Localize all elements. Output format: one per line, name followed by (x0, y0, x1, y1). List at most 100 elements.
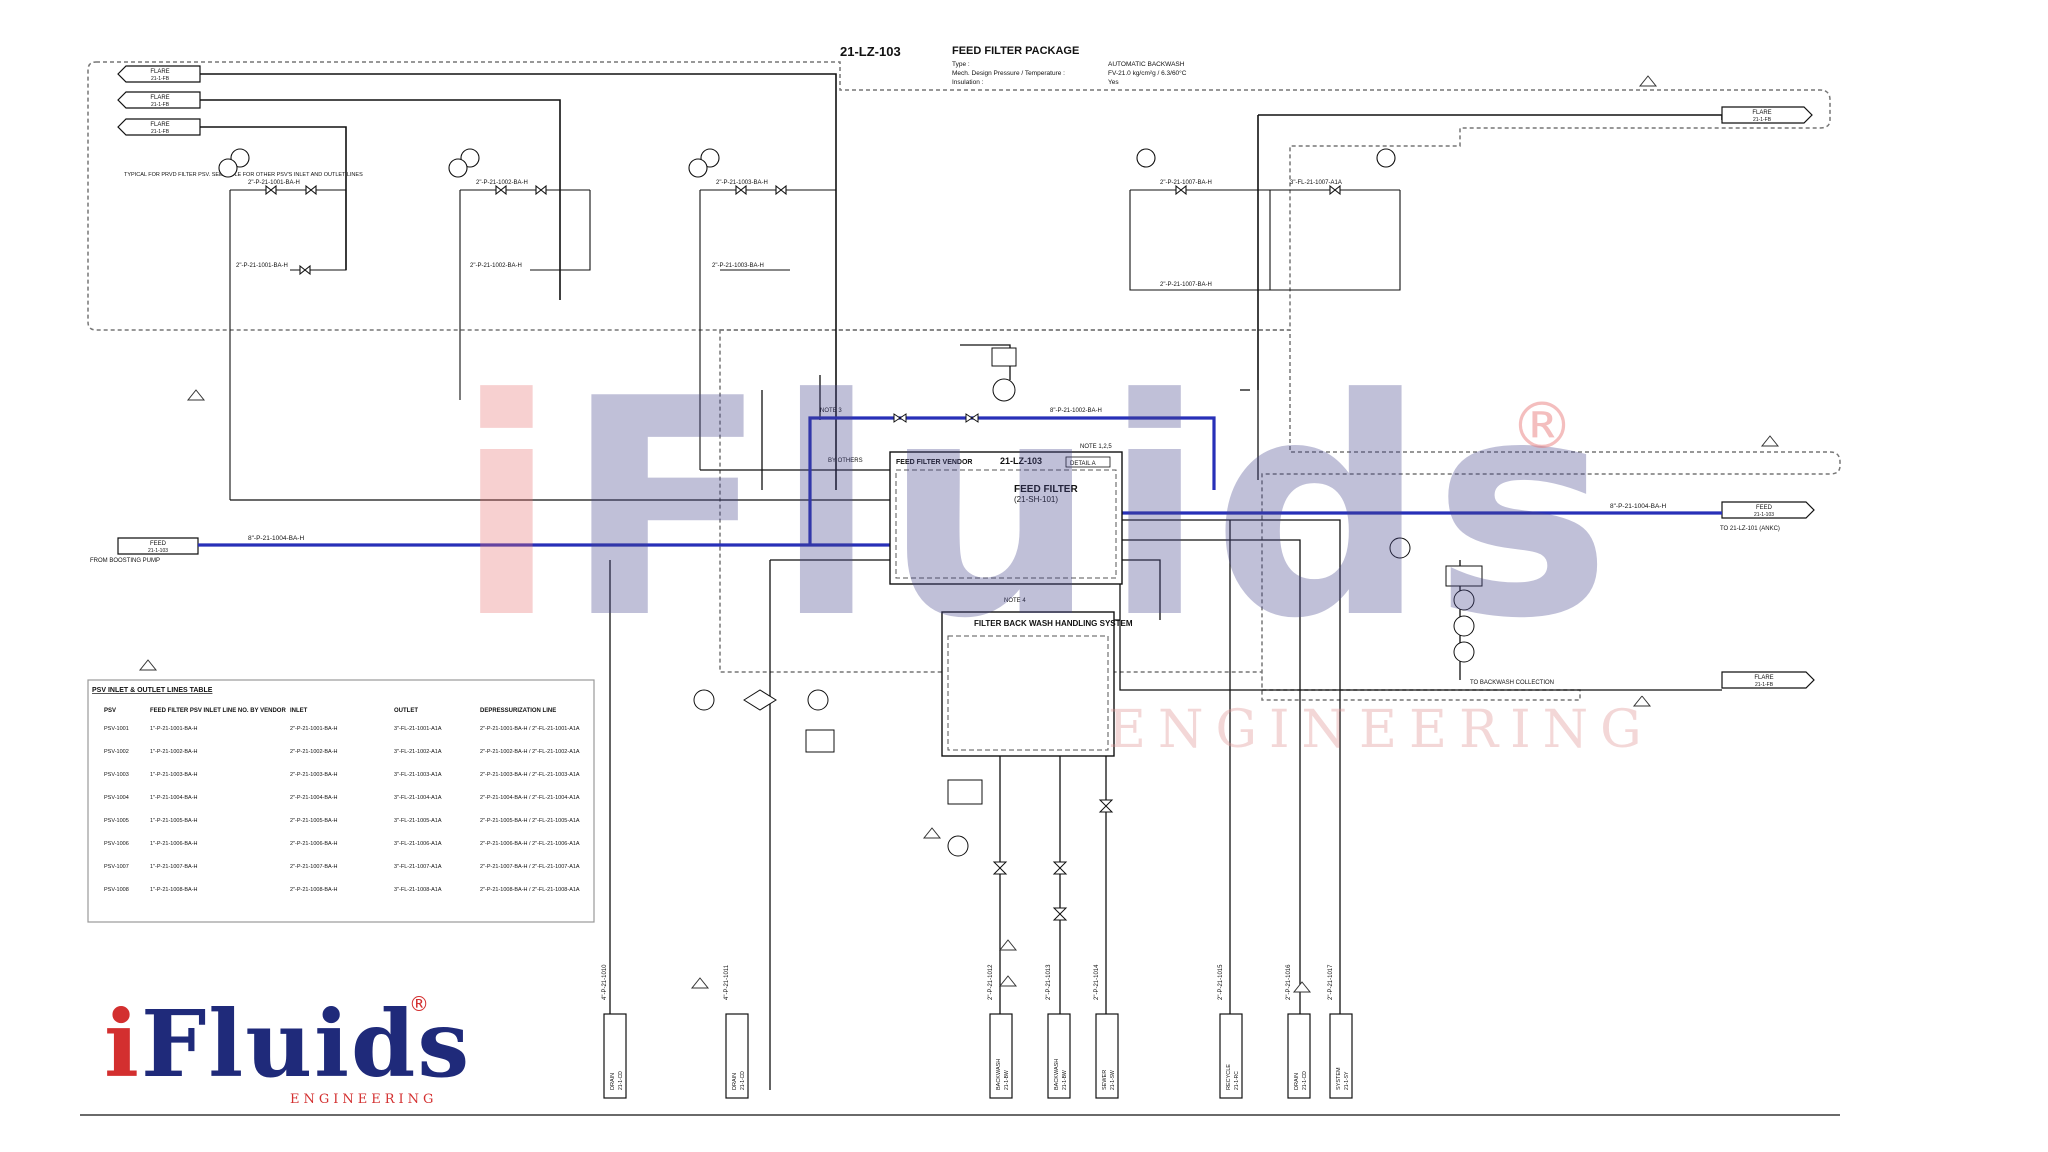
offpage-ref: 21-1-FB (1755, 682, 1774, 688)
offpage-ref: 21-1-103 (1754, 512, 1774, 518)
psv-table-cell: 1"-P-21-1008-BA-H (150, 887, 198, 893)
psv-table-cell: 3"-FL-21-1006-A1A (394, 841, 442, 847)
logo-text: iFluids (104, 998, 471, 1090)
offpage-feed-outlet[interactable]: FEED 21-1-103 (1721, 501, 1815, 519)
detail-a-badge[interactable] (1065, 456, 1111, 468)
feed-inlet-tag: 8"-P-21-1004-BA-H (248, 535, 304, 542)
feed-filter-vendor-box[interactable] (889, 451, 1123, 585)
offpage-feed-inlet[interactable]: FEED 21-1-103 (117, 537, 199, 555)
psv-table-title: PSV INLET & OUTLET LINES TABLE (92, 687, 213, 694)
level-instrument[interactable] (1389, 537, 1411, 559)
drain-valve[interactable] (1052, 907, 1068, 921)
sample-bubble[interactable] (807, 689, 829, 711)
dest-line2: 21-1-SY (1344, 1071, 1350, 1090)
logo-subtitle: ENGINEERING (290, 1092, 438, 1107)
psv-table-cell: 3"-FL-21-1003-A1A (394, 772, 442, 778)
offpage-flare-1[interactable]: FLARE 21-1-FB (117, 65, 201, 83)
revision-triangles (138, 75, 1780, 993)
dest-tag: 2"-P-21-1016 (1286, 964, 1292, 1000)
ifluids-logo: iFluids ENGINEERING ® (104, 992, 469, 1116)
psv-table-tag: PSV-1002 (104, 749, 129, 755)
dest-3[interactable]: 2"-P-21-1012 BACKWASH 21-1-BW (988, 964, 1013, 1099)
analyzer-box[interactable] (1445, 565, 1483, 587)
psv-table-cell: 2"-P-21-1008-BA-H (290, 887, 338, 893)
psv-table-cell: 2"-P-21-1006-BA-H / 2"-FL-21-1006-A1A (480, 841, 580, 847)
psv-instrument-bubble[interactable] (1376, 148, 1396, 168)
skid-box[interactable] (947, 779, 983, 805)
gate-valve[interactable] (305, 184, 317, 196)
psv-table-cell: 2"-P-21-1004-BA-H (290, 795, 338, 801)
gate-valve[interactable] (495, 184, 507, 196)
offpage-flare-2[interactable]: FLARE 21-1-FB (117, 91, 201, 109)
drain-valve[interactable] (1052, 861, 1068, 875)
psv-instrument-bubble[interactable] (688, 158, 708, 178)
drain-valve[interactable] (992, 861, 1008, 875)
filter-sub: (21-SH-101) (1014, 495, 1058, 504)
drain-instrument[interactable] (947, 835, 969, 857)
logo-letters: Fluids (140, 990, 472, 1098)
sample-cooler[interactable] (743, 689, 777, 711)
psv-table-cell: 1"-P-21-1007-BA-H (150, 864, 198, 870)
logo-letter-i: i (104, 990, 141, 1098)
dest-line1: RECYCLE (1226, 1064, 1232, 1090)
gate-valve[interactable] (1175, 184, 1187, 196)
dest-2[interactable]: 4"-P-21-1011 DRAIN 21-1-CD (724, 964, 749, 1099)
drain-valve[interactable] (1098, 799, 1114, 813)
sample-bubble[interactable] (693, 689, 715, 711)
psv-outlet-line: 3"-FL-21-1007-A1A (1290, 180, 1342, 186)
dest-tag: 4"-P-21-1011 (724, 964, 730, 1000)
gate-valve[interactable] (775, 184, 787, 196)
psv-side-line: 2"-P-21-1001-BA-H (236, 263, 288, 269)
psv-table-tag: PSV-1001 (104, 726, 129, 732)
dest-8[interactable]: 2"-P-21-1017 SYSTEM 21-1-SY (1328, 964, 1353, 1099)
psv-table-cell: 2"-P-21-1004-BA-H / 2"-FL-21-1004-A1A (480, 795, 580, 801)
main-feed-line (198, 416, 1722, 547)
psv-table-tag: PSV-1004 (104, 795, 129, 801)
psv-table-cell: 2"-P-21-1003-BA-H / 2"-FL-21-1003-A1A (480, 772, 580, 778)
dest-line2: 21-1-SW (1110, 1070, 1116, 1090)
dest-line1: DRAIN (732, 1073, 738, 1090)
psv-inlet-line: 2"-P-21-1007-BA-H (1160, 180, 1212, 186)
offpage-flare-3[interactable]: FLARE 21-1-FB (117, 118, 201, 136)
offpage-flare-5[interactable]: FLARE 21-1-FB (1721, 671, 1815, 689)
analyzer-bubble[interactable] (1453, 589, 1475, 611)
analyzer-bubble[interactable] (1453, 641, 1475, 663)
package-boundary-lower (719, 329, 1841, 701)
dest-6[interactable]: 2"-P-21-1015 RECYCLE 21-1-RC (1218, 964, 1243, 1099)
bypass-tag: 8"-P-21-1002-BA-H (1050, 408, 1102, 414)
backwash-out-label: TO BACKWASH COLLECTION (1470, 680, 1554, 686)
dest-1[interactable]: 4"-P-21-1010 DRAIN 21-1-CD (602, 964, 627, 1099)
psv-side-line: 2"-P-21-1003-BA-H (712, 263, 764, 269)
psv-table-cell: 1"-P-21-1006-BA-H (150, 841, 198, 847)
bypass-instrument[interactable] (992, 378, 1016, 402)
offpage-ref: 21-1-FB (151, 129, 170, 135)
psv-instrument-bubble[interactable] (448, 158, 468, 178)
spec-label-insulation: Insulation : (952, 79, 984, 86)
offpage-flare-4[interactable]: FLARE 21-1-FB (1721, 106, 1813, 124)
gate-valve[interactable] (535, 184, 547, 196)
psv-table-cell: 2"-P-21-1005-BA-H / 2"-FL-21-1005-A1A (480, 818, 580, 824)
bypass-valve-2[interactable] (965, 413, 979, 423)
gate-valve[interactable] (265, 184, 277, 196)
sample-box[interactable] (805, 729, 835, 753)
bypass-instrument-box[interactable] (991, 347, 1017, 367)
backwash-inner (947, 635, 1109, 751)
psv-instrument-bubble[interactable] (1136, 148, 1156, 168)
analyzer-bubble[interactable] (1453, 615, 1475, 637)
dest-7[interactable]: 2"-P-21-1016 DRAIN 21-1-CD (1286, 964, 1311, 1099)
dest-5[interactable]: 2"-P-21-1014 SEWER 21-1-SW (1094, 964, 1119, 1099)
spec-value-type: AUTOMATIC BACKWASH (1108, 61, 1185, 68)
dest-line1: DRAIN (610, 1073, 616, 1090)
psv-instrument-bubble[interactable] (218, 158, 238, 178)
backwash-system-box[interactable] (941, 611, 1115, 757)
typical-note: TYPICAL FOR PRVD FILTER PSV. SEE TABLE F… (124, 172, 363, 178)
gate-valve[interactable] (1329, 184, 1341, 196)
dest-4[interactable]: 2"-P-21-1013 BACKWASH 21-1-BW (1046, 964, 1071, 1099)
logo-registered: ® (409, 992, 429, 1016)
gate-valve[interactable] (735, 184, 747, 196)
dest-line2: 21-1-BW (1004, 1070, 1010, 1090)
dest-tag: 2"-P-21-1013 (1046, 964, 1052, 1000)
bypass-valve-1[interactable] (893, 413, 907, 423)
check-valve[interactable] (299, 264, 311, 276)
filter-name: FEED FILTER (1014, 484, 1078, 495)
